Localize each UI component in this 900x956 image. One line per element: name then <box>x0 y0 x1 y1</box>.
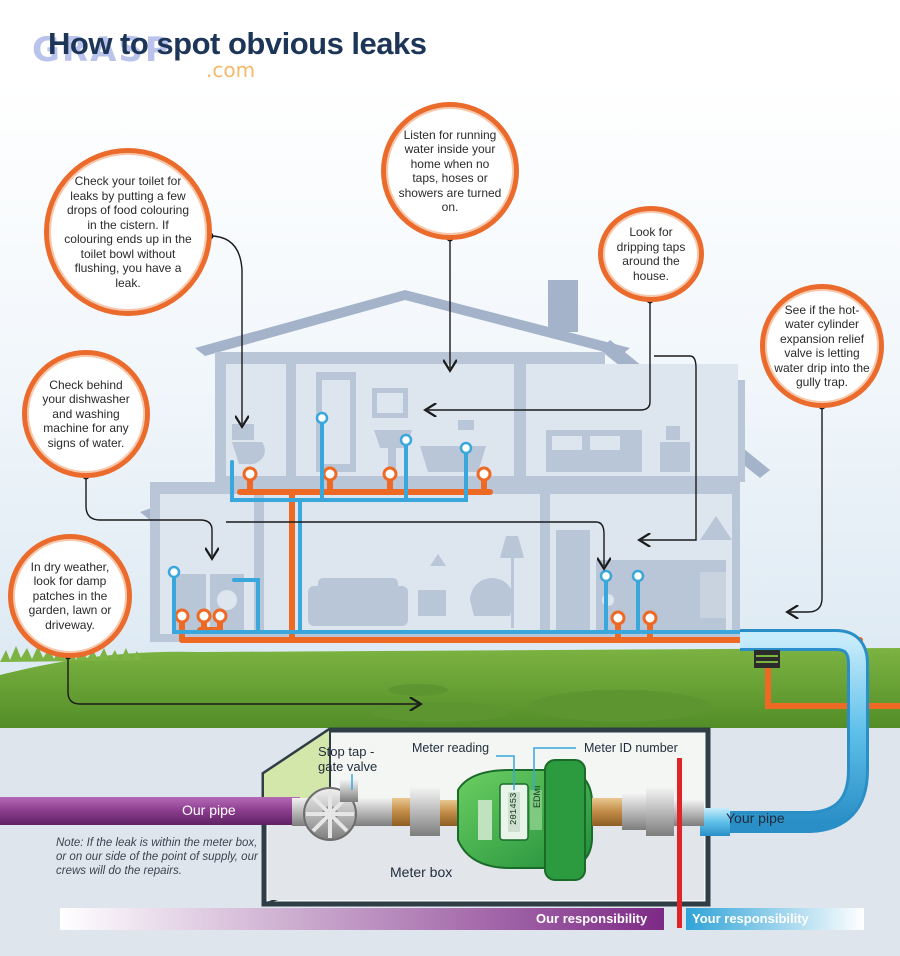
tip-text-listen: Listen for running water inside your hom… <box>398 127 502 215</box>
meter-display: 201453 <box>509 793 519 825</box>
tip-bubble-dishwasher: Check behind your dishwasher and washing… <box>22 350 150 478</box>
watermark-logo: GRASP <box>32 30 172 70</box>
meter-brand: EDMI <box>532 786 542 809</box>
tip-text-taps: Look for dripping taps around the house. <box>616 225 686 283</box>
repair-note: Note: If the leak is within the meter bo… <box>56 837 258 877</box>
page-title: How to spot obvious leaks <box>48 26 427 61</box>
tip-text-hot-water: See if the hot-water cylinder expansion … <box>774 302 870 390</box>
our-responsibility-label: Our responsibility <box>536 911 648 926</box>
your-pipe-label: Your pipe <box>726 810 785 826</box>
tip-bubble-taps: Look for dripping taps around the house. <box>598 206 704 302</box>
tip-bubble-toilet: Check your toilet for leaks by putting a… <box>44 148 212 316</box>
stop-tap-label: Stop tap - gate valve <box>318 744 378 774</box>
tip-text-toilet: Check your toilet for leaks by putting a… <box>64 174 192 290</box>
our-pipe-label: Our pipe <box>182 802 236 818</box>
tip-text-dishwasher: Check behind your dishwasher and washing… <box>42 377 130 450</box>
watermark-suffix: .com <box>206 58 256 82</box>
tip-text-garden: In dry weather, look for damp patches in… <box>28 559 112 632</box>
tip-bubble-hot-water: See if the hot-water cylinder expansion … <box>760 284 884 408</box>
tip-bubble-garden: In dry weather, look for damp patches in… <box>8 534 132 658</box>
meter-id-label: Meter ID number <box>584 741 678 755</box>
your-responsibility-label: Your responsibility <box>692 911 809 926</box>
meter-reading-label: Meter reading <box>412 741 490 755</box>
tip-bubble-listen: Listen for running water inside your hom… <box>381 102 519 240</box>
meter-box-label: Meter box <box>390 864 453 880</box>
